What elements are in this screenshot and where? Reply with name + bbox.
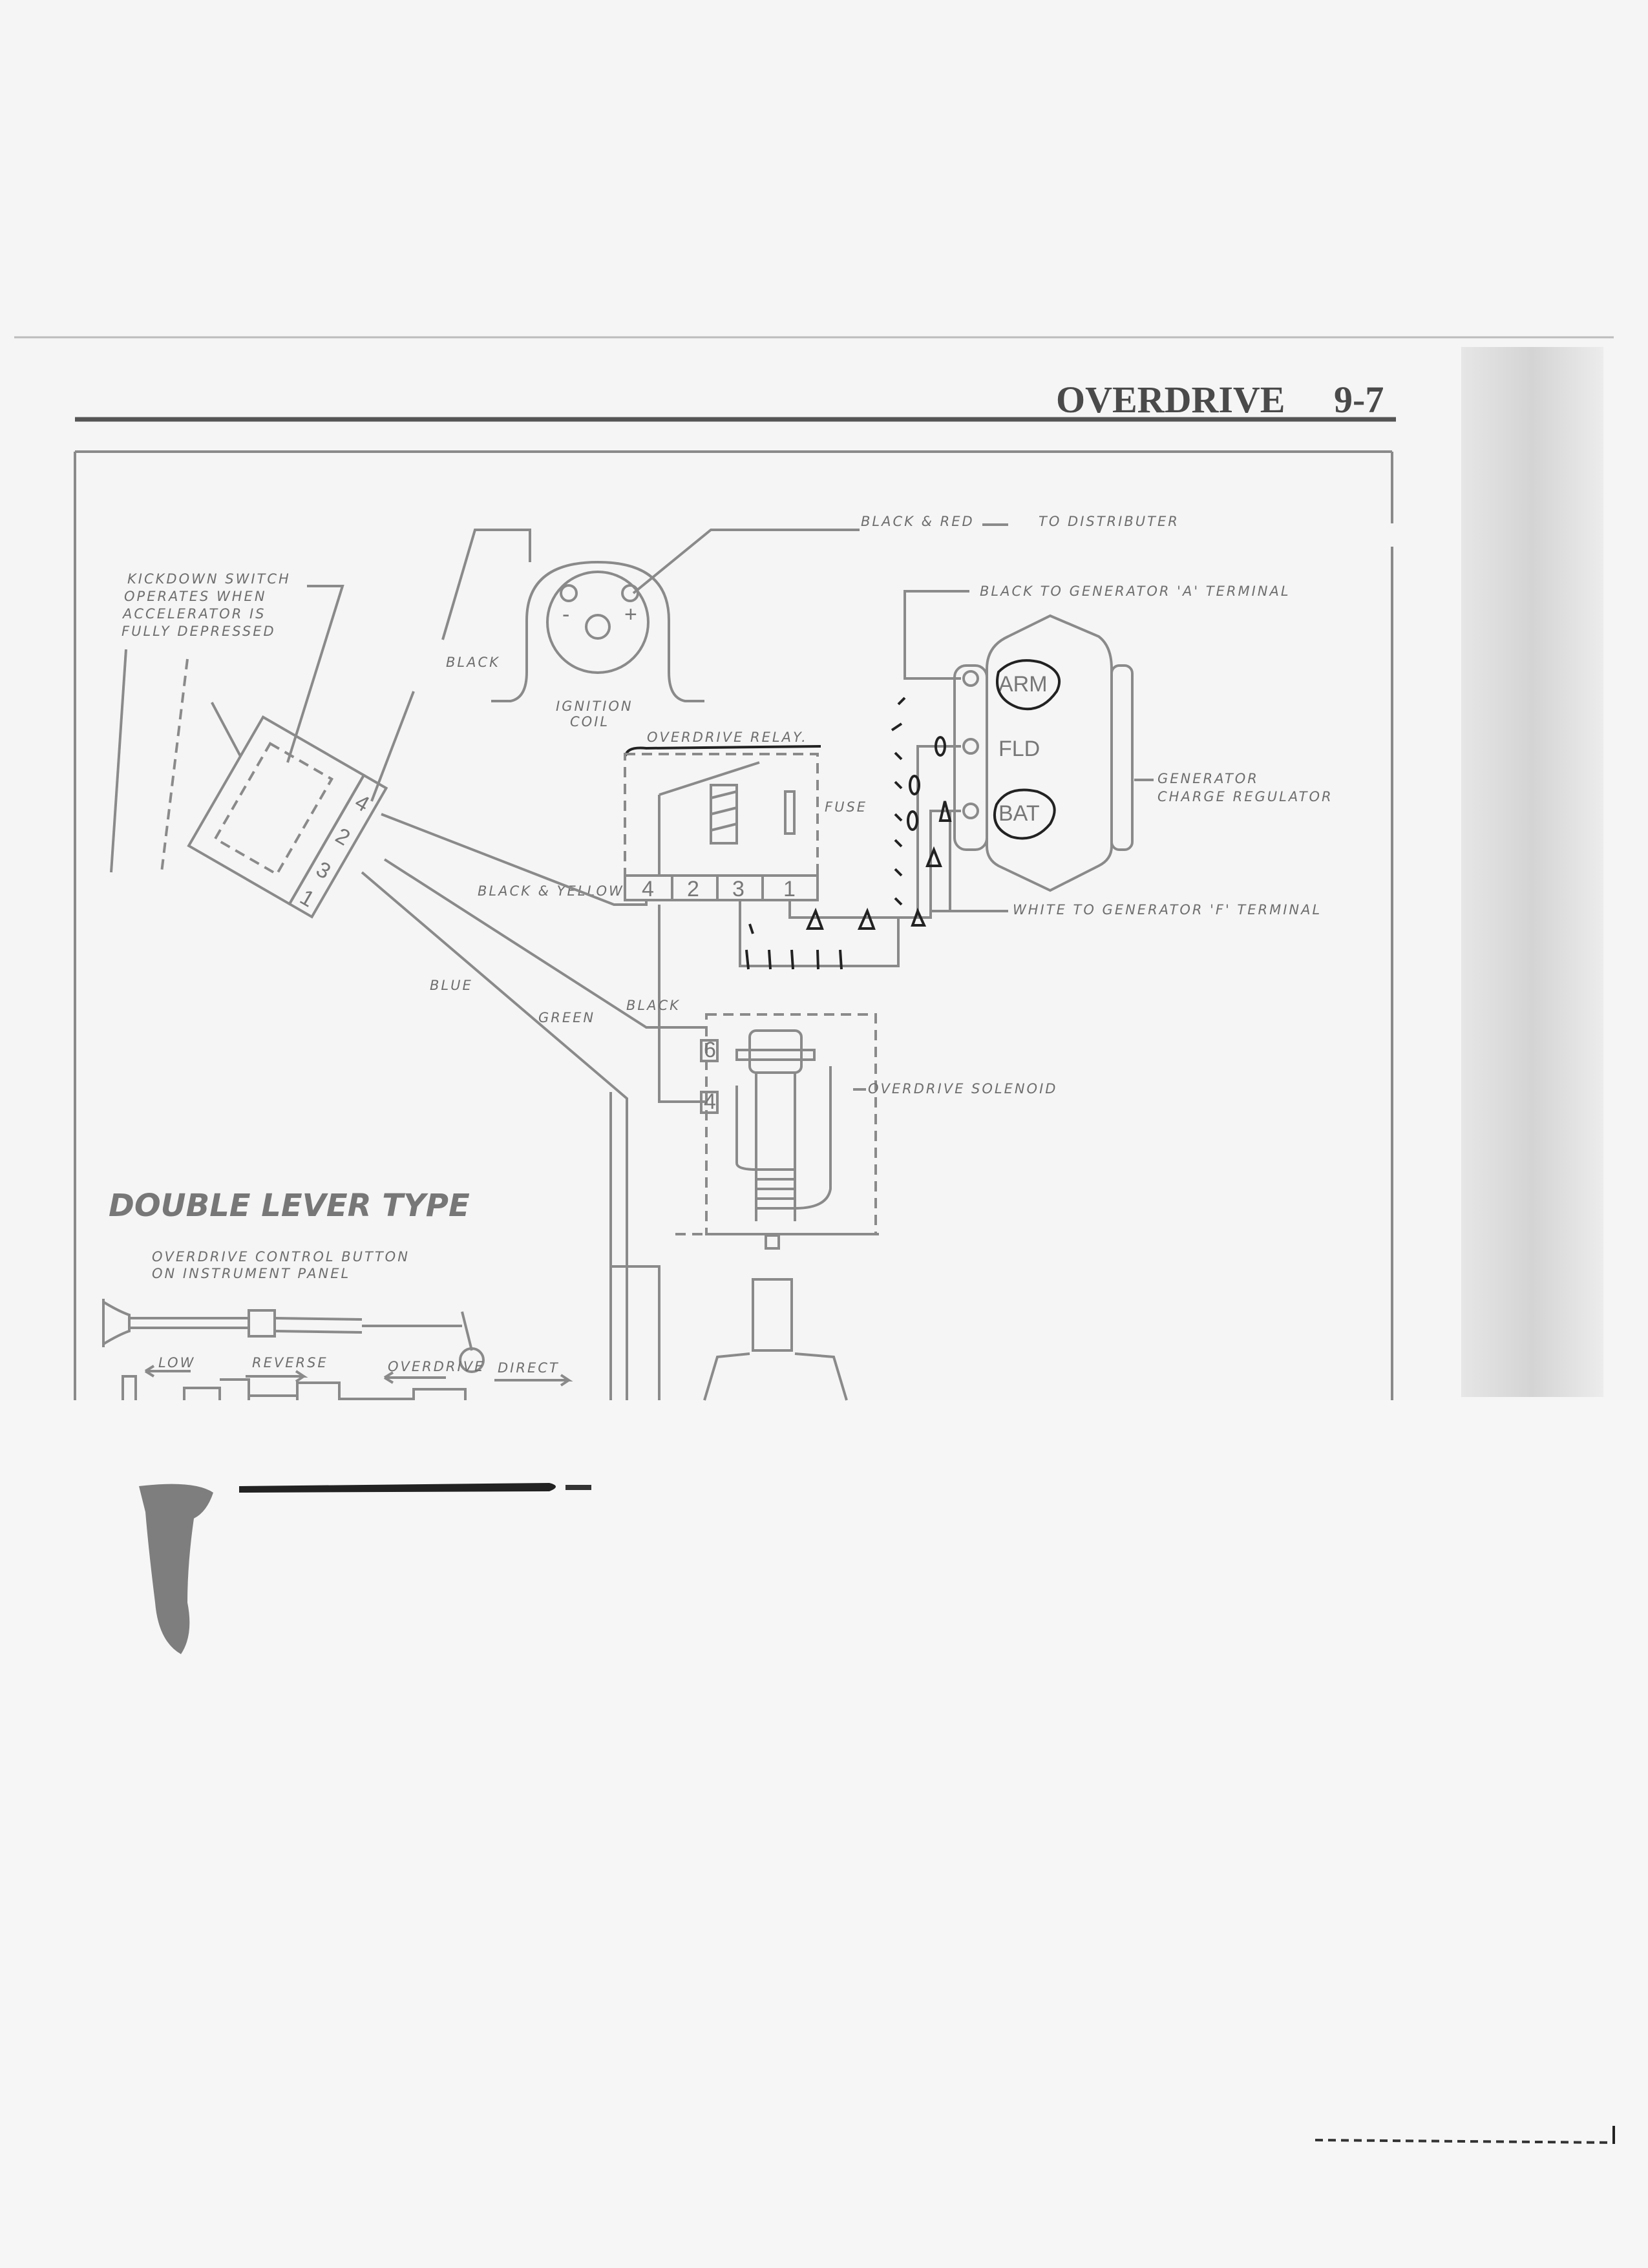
kickdown-leader bbox=[286, 585, 344, 763]
svg-text:4: 4 bbox=[704, 1089, 716, 1114]
header-title: OVERDRIVE bbox=[1056, 379, 1285, 421]
svg-text:ACCELERATOR IS: ACCELERATOR IS bbox=[121, 606, 266, 622]
black-yellow-wire bbox=[381, 813, 648, 906]
white-to-gen-f-label: WHITE TO GENERATOR 'F' TERMINAL bbox=[1013, 902, 1322, 918]
white-wire bbox=[931, 811, 951, 912]
control-button-label-1: OVERDRIVE CONTROL BUTTON bbox=[152, 1249, 410, 1265]
svg-text:OPERATES WHEN: OPERATES WHEN bbox=[124, 589, 267, 604]
black-to-gen-a-label: BLACK TO GENERATOR 'A' TERMINAL bbox=[980, 583, 1291, 599]
black-solenoid-wire bbox=[658, 905, 706, 1103]
double-lever-title: DOUBLE LEVER TYPE bbox=[109, 1188, 470, 1224]
kickdown-label: KICKDOWN SWITCH OPERATES WHEN ACCELERATO… bbox=[121, 571, 291, 639]
bat-terminal: BAT bbox=[998, 801, 1040, 826]
relay-underline bbox=[624, 745, 821, 757]
handwritten-marks bbox=[745, 697, 952, 970]
svg-text:+: + bbox=[624, 602, 637, 627]
blue-wire bbox=[361, 871, 628, 1400]
position-reverse: REVERSE bbox=[252, 1355, 328, 1370]
charge-regulator: ARM FLD BAT bbox=[953, 614, 1134, 892]
regulator-label-2: CHARGE REGULATOR bbox=[1157, 789, 1333, 804]
blank-lower-area bbox=[0, 1400, 1648, 2268]
relay-label: OVERDRIVE RELAY. bbox=[647, 730, 808, 745]
black-wire-label: BLACK bbox=[446, 655, 500, 670]
svg-text:1: 1 bbox=[783, 877, 796, 901]
control-button-linkage bbox=[102, 1299, 485, 1400]
control-button-label-2: ON INSTRUMENT PANEL bbox=[152, 1266, 350, 1281]
svg-text:2: 2 bbox=[687, 877, 699, 901]
position-overdrive: OVERDRIVE bbox=[388, 1359, 485, 1374]
gear-positions: LOW REVERSE OVERDRIVE DIRECT bbox=[144, 1355, 573, 1387]
accelerator-travel bbox=[160, 658, 189, 873]
diagram-frame bbox=[74, 450, 1393, 1400]
green-label: GREEN bbox=[538, 1010, 595, 1025]
black-yellow-label: BLACK & YELLOW bbox=[478, 883, 624, 899]
ignition-coil: - + IGNITION COIL bbox=[491, 560, 704, 730]
relay-to-bat-wire bbox=[788, 810, 961, 919]
green-wire bbox=[383, 858, 706, 1029]
black-wire-lower bbox=[370, 691, 415, 802]
blue-label: BLUE bbox=[430, 978, 473, 993]
overdrive-relay: FUSE 4 2 3 1 bbox=[624, 753, 867, 901]
svg-text:IGNITION: IGNITION bbox=[556, 698, 633, 714]
black-red-wire bbox=[632, 529, 860, 594]
accelerator-pedal bbox=[110, 649, 127, 873]
svg-text:4: 4 bbox=[642, 877, 654, 901]
svg-text:6: 6 bbox=[704, 1038, 716, 1062]
solenoid-label: OVERDRIVE SOLENOID bbox=[868, 1081, 1057, 1097]
overdrive-solenoid: 6 4 bbox=[675, 1013, 879, 1401]
kickdown-switch: 4 2 3 1 bbox=[187, 702, 388, 919]
regulator-label-1: GENERATOR bbox=[1157, 771, 1259, 786]
scan-artifacts bbox=[139, 1483, 1615, 2144]
svg-text:FULLY DEPRESSED: FULLY DEPRESSED bbox=[121, 624, 276, 639]
black-red-label: BLACK & RED bbox=[861, 514, 975, 529]
fuse-label: FUSE bbox=[825, 799, 867, 815]
scan-shadow-strip bbox=[1461, 347, 1603, 1397]
svg-text:KICKDOWN SWITCH: KICKDOWN SWITCH bbox=[127, 571, 291, 587]
arm-terminal: ARM bbox=[998, 672, 1048, 697]
svg-text:COIL: COIL bbox=[570, 714, 609, 730]
to-distributer-label: TO DISTRIBUTER bbox=[1039, 514, 1179, 529]
relay-to-fld-wire bbox=[739, 745, 961, 967]
fld-terminal: FLD bbox=[998, 737, 1040, 761]
black-lower-label: BLACK bbox=[626, 998, 681, 1013]
position-low: LOW bbox=[158, 1355, 195, 1370]
frame-inner-step bbox=[611, 1265, 660, 1400]
header-page-number: 9-7 bbox=[1334, 379, 1384, 421]
svg-text:-: - bbox=[562, 602, 569, 627]
gen-a-wire bbox=[903, 590, 969, 680]
position-direct: DIRECT bbox=[498, 1360, 560, 1376]
black-wire-upper bbox=[441, 529, 531, 640]
svg-text:3: 3 bbox=[732, 877, 745, 901]
